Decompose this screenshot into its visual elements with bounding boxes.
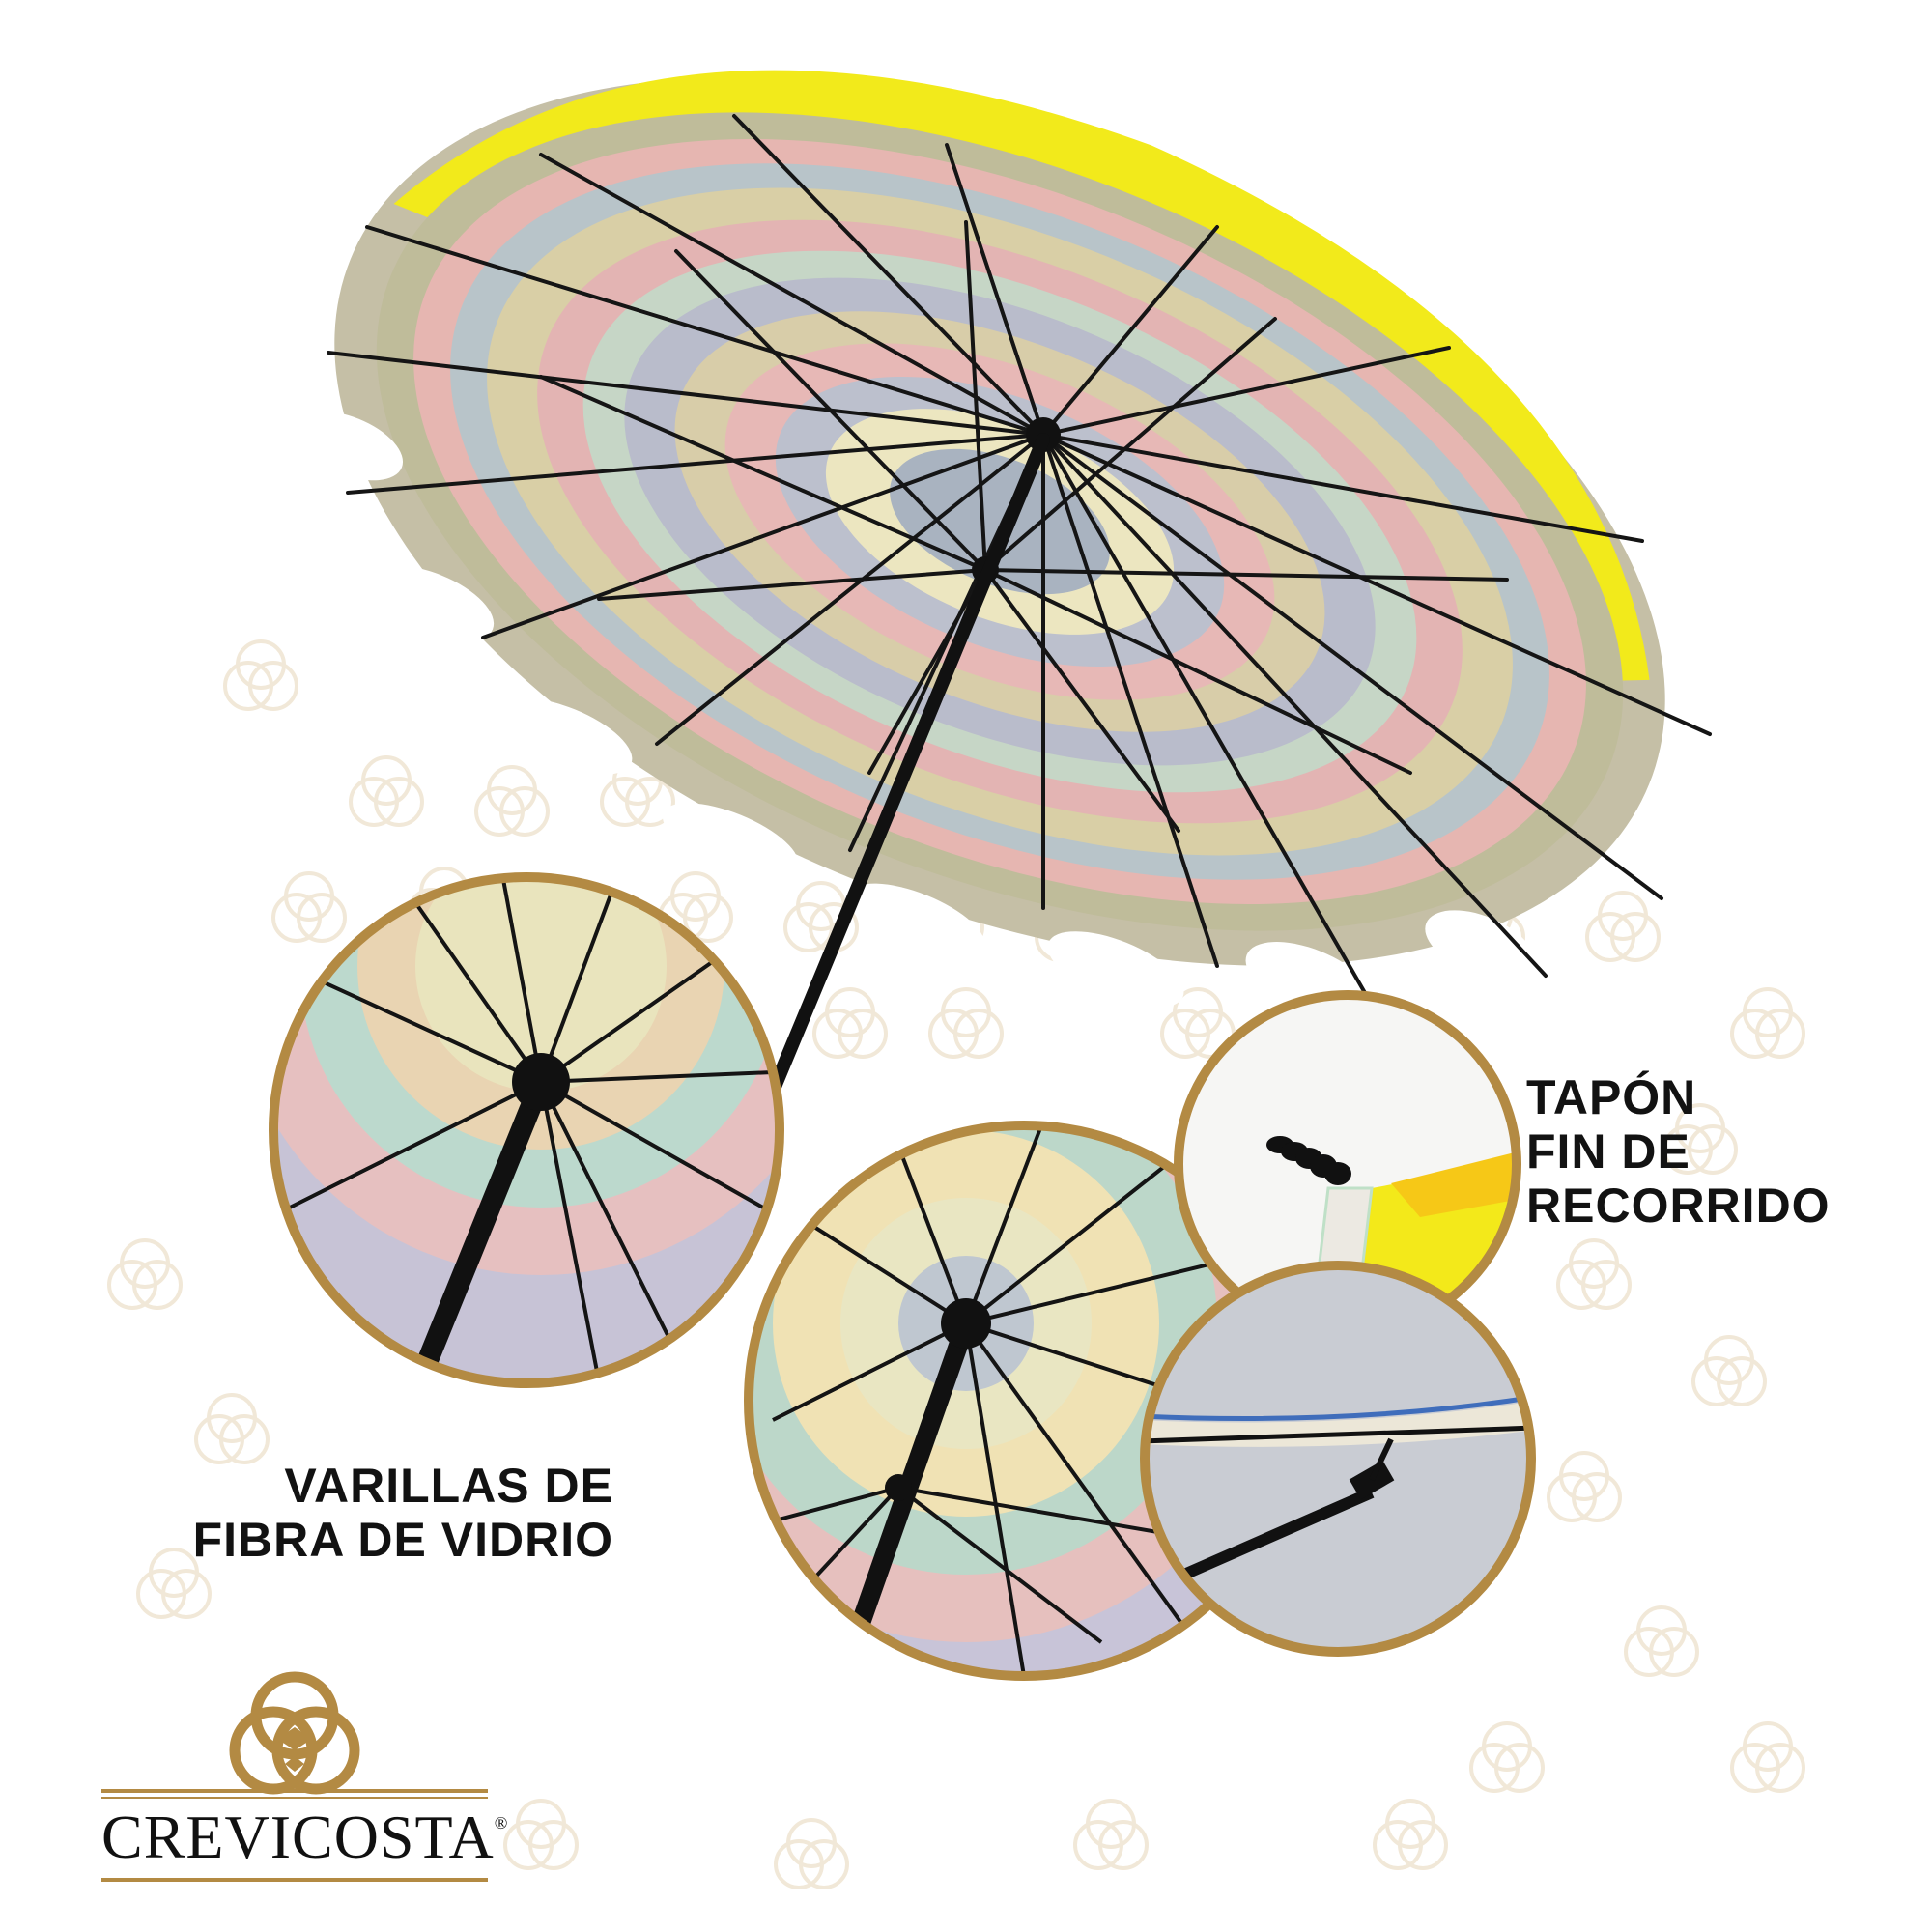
registered-mark: ® <box>494 1813 509 1833</box>
stopper-callout-line: RECORRIDO <box>1526 1179 1831 1233</box>
crevicosta-interlocked-rings-icon <box>229 1671 360 1795</box>
umbrella-pole <box>766 433 1050 1098</box>
stopper-callout-line: FIN DE <box>1526 1124 1690 1179</box>
brand-divider <box>101 1878 488 1882</box>
ribs-callout-line: FIBRA DE VIDRIO <box>192 1513 613 1567</box>
ribs-callout: VARILLAS DE FIBRA DE VIDRIO <box>193 1459 613 1567</box>
detail-hub-circle <box>269 872 784 1388</box>
stopper-callout-line: TAPÓN <box>1526 1070 1697 1124</box>
stopper-callout: TAPÓN FIN DE RECORRIDO <box>1526 1070 1831 1233</box>
ribs-callout-line: VARILLAS DE <box>284 1459 613 1513</box>
brand-divider <box>101 1789 488 1799</box>
brand-wordmark: CREVICOSTA <box>101 1803 495 1871</box>
detail-joint-circle <box>1140 1261 1536 1657</box>
brand-logo: CREVICOSTA® <box>101 1671 507 1884</box>
umbrella-ribs <box>327 114 1712 1007</box>
brand-name: CREVICOSTA® <box>101 1802 507 1873</box>
